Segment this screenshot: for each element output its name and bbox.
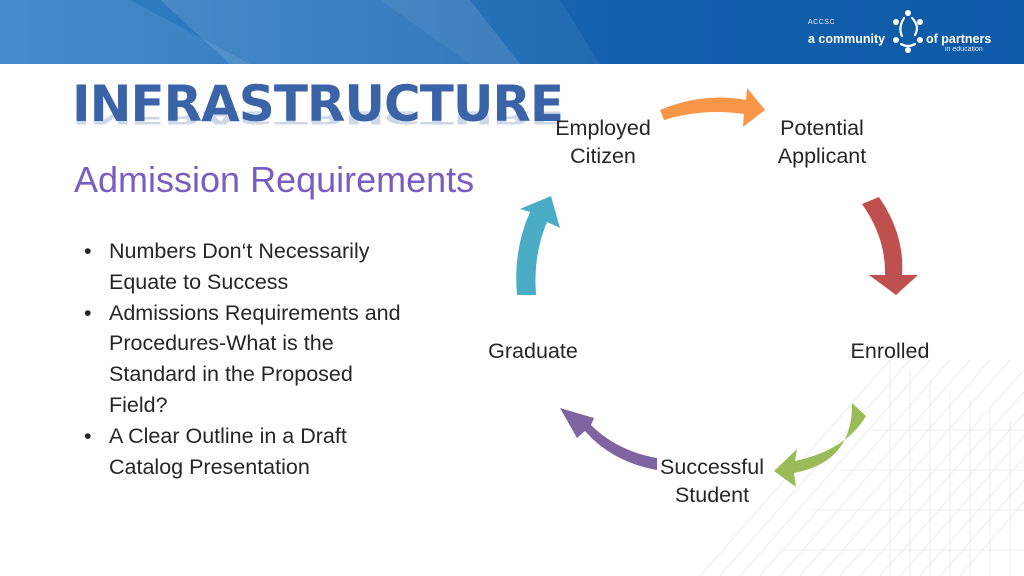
header-decoration	[0, 0, 600, 64]
arrow-graduate-to-employed	[516, 196, 560, 295]
node-label-line1: Enrolled	[850, 339, 930, 363]
arrow-potential-to-enrolled	[862, 197, 918, 295]
node-employed-citizen: Employed Citizen	[548, 114, 658, 170]
bullet-list: Numbers Don‘t Necessarily Equate to Succ…	[84, 236, 414, 482]
node-label-line2: Citizen	[570, 144, 636, 168]
header-bar: ACCSC a community of partners in educati…	[0, 0, 1024, 64]
node-label-line1: Employed	[555, 116, 651, 140]
node-successful-student: Successful Student	[652, 453, 772, 509]
slide-subtitle: Admission Requirements	[74, 159, 475, 200]
arrow-successful-to-graduate	[560, 408, 657, 470]
node-label-line2: Student	[674, 483, 750, 507]
node-enrolled: Enrolled	[835, 337, 945, 365]
node-label-line1: Potential	[780, 116, 864, 140]
node-label-line1: Successful	[660, 455, 764, 479]
node-graduate: Graduate	[478, 337, 588, 365]
bullet-item: Numbers Don‘t Necessarily Equate to Succ…	[84, 236, 414, 298]
background-line-pattern	[699, 359, 1024, 576]
logo-text-right: of partners	[926, 32, 992, 46]
arrow-employed-to-potential	[660, 88, 765, 127]
slide-title: INFRASTRUCTURE	[72, 75, 564, 133]
people-circle-icon	[893, 10, 923, 53]
bullet-item: Admissions Requirements and Procedures-W…	[84, 298, 414, 421]
node-label-line1: Graduate	[488, 339, 578, 363]
accsc-logo: ACCSC a community of partners in educati…	[806, 6, 1006, 58]
logo-text-sub: in education	[945, 46, 983, 53]
logo-text-left: a community	[808, 32, 886, 46]
logo-small-text: ACCSC	[808, 19, 836, 26]
node-label-line2: Applicant	[777, 144, 867, 168]
bullet-item: A Clear Outline in a Draft Catalog Prese…	[84, 421, 414, 483]
arrow-enrolled-to-successful	[774, 403, 866, 487]
node-potential-applicant: Potential Applicant	[767, 114, 877, 170]
